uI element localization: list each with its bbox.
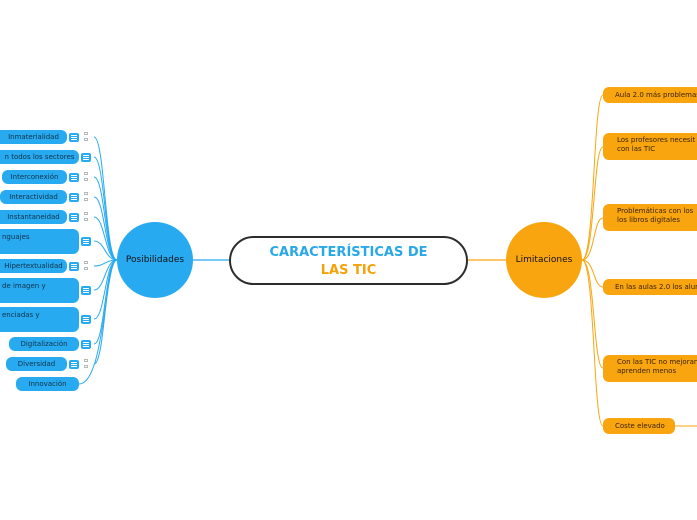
subtopic-instantaneidad[interactable]: Instantaneidad — [0, 210, 67, 224]
subtopic-imagen[interactable]: de imagen y — [0, 278, 79, 303]
topic-limitaciones[interactable]: Limitaciones — [506, 222, 582, 298]
central-title-line2: LAS TIC — [320, 263, 377, 278]
subtopic-label: Coste elevado — [615, 421, 665, 430]
attachment-icon[interactable]: ▫▫ — [83, 259, 89, 272]
subtopic-diversidad[interactable]: Diversidad — [6, 357, 67, 371]
subtopic-label: nguajes — [2, 233, 30, 241]
topic-posibilidades[interactable]: Posibilidades — [117, 222, 193, 298]
right-branch-lines — [581, 94, 697, 427]
note-icon[interactable] — [81, 153, 91, 162]
subtopic-profesores[interactable]: Los profesores necesit con las TIC — [603, 133, 697, 160]
subtopic-label: enciadas y — [2, 311, 40, 319]
note-icon[interactable] — [69, 213, 79, 222]
note-icon[interactable] — [81, 315, 91, 324]
subtopic-label: Con las TIC no mejoran aprenden menos — [617, 358, 697, 375]
attachment-icon[interactable]: ▫▫ — [83, 210, 89, 223]
note-icon[interactable] — [81, 340, 91, 349]
subtopic-no-mejoran[interactable]: Con las TIC no mejoran aprenden menos — [603, 355, 697, 382]
subtopic-coste-elevado[interactable]: Coste elevado — [603, 418, 675, 434]
subtopic-label: Problemáticas con los los libros digital… — [617, 207, 694, 224]
attachment-icon[interactable]: ▫▫ — [83, 170, 89, 183]
subtopic-label: n todos los sectores — [4, 153, 75, 161]
subtopic-aula-problemas[interactable]: Aula 2.0 más problemas — [603, 87, 697, 103]
subtopic-inmaterialidad[interactable]: Inmaterialidad — [0, 130, 67, 144]
attachment-icon[interactable]: ▫▫ — [83, 190, 89, 203]
note-icon[interactable] — [81, 286, 91, 295]
subtopic-label: de imagen y — [2, 282, 46, 290]
subtopic-label: Interconexión — [10, 173, 59, 181]
subtopic-label: Hipertextualidad — [4, 262, 63, 270]
central-topic[interactable]: CARACTERÍSTICAS DE LAS TIC — [229, 236, 468, 285]
subtopic-label: Innovación — [28, 380, 67, 388]
subtopic-label: Los profesores necesit con las TIC — [617, 136, 696, 153]
subtopic-lenguajes[interactable]: nguajes — [0, 229, 79, 254]
note-icon[interactable] — [81, 237, 91, 246]
subtopic-todos-los-sectores[interactable]: n todos los sectores — [0, 150, 79, 164]
left-branch-lines — [78, 136, 118, 385]
subtopic-problematicas[interactable]: Problemáticas con los los libros digital… — [603, 204, 697, 231]
subtopic-label: Instantaneidad — [7, 213, 60, 221]
attachment-icon[interactable]: ▫▫ — [83, 130, 89, 143]
note-icon[interactable] — [69, 133, 79, 142]
subtopic-label: Diversidad — [17, 360, 56, 368]
note-icon[interactable] — [69, 360, 79, 369]
subtopic-label: Digitalización — [20, 340, 68, 348]
subtopic-aulas-alumnos[interactable]: En las aulas 2.0 los alum — [603, 279, 697, 295]
subtopic-label: Inmaterialidad — [8, 133, 59, 141]
subtopic-label: Aula 2.0 más problemas — [615, 90, 697, 99]
subtopic-label: En las aulas 2.0 los alum — [615, 282, 697, 291]
subtopic-diferenciadas[interactable]: enciadas y — [0, 307, 79, 332]
note-icon[interactable] — [69, 193, 79, 202]
central-title-line1: CARACTERÍSTICAS DE — [269, 245, 428, 260]
subtopic-innovacion[interactable]: Innovación — [16, 377, 79, 391]
subtopic-label: Interactividad — [9, 193, 58, 201]
note-icon[interactable] — [69, 262, 79, 271]
subtopic-interconexion[interactable]: Interconexión — [2, 170, 67, 184]
topic-limitaciones-label: Limitaciones — [515, 255, 573, 265]
subtopic-digitalizacion[interactable]: Digitalización — [9, 337, 79, 351]
note-icon[interactable] — [69, 173, 79, 182]
subtopic-interactividad[interactable]: Interactividad — [0, 190, 67, 204]
topic-posibilidades-label: Posibilidades — [125, 255, 185, 265]
subtopic-hipertextualidad[interactable]: Hipertextualidad — [0, 259, 67, 273]
attachment-icon[interactable]: ▫▫ — [83, 357, 89, 370]
